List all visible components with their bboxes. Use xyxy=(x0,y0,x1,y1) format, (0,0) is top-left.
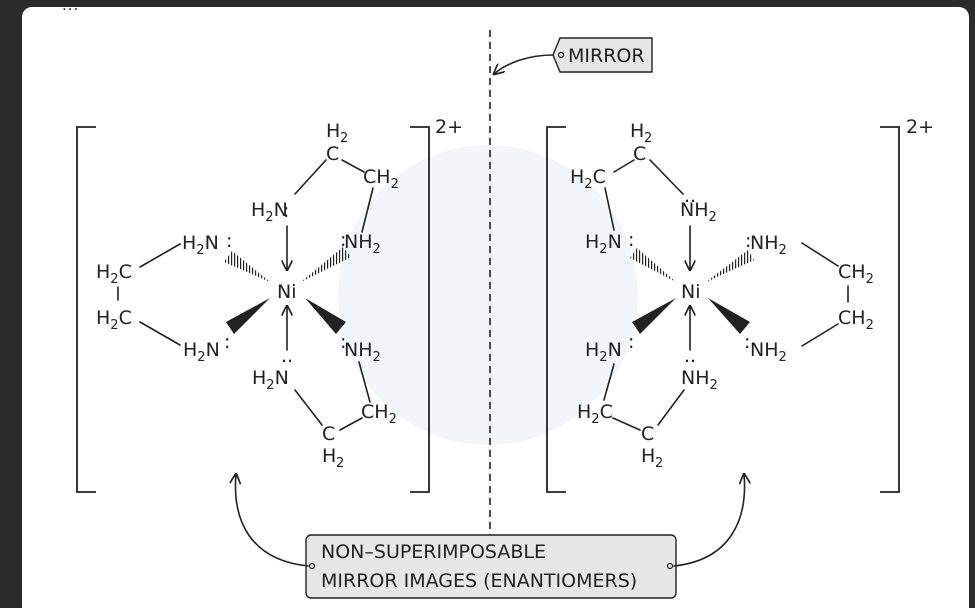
svg-text:CH2: CH2 xyxy=(363,166,399,192)
svg-text:H2C: H2C xyxy=(570,166,606,192)
label-line1: NON–SUPERIMPOSABLE xyxy=(321,541,546,563)
svg-text::: : xyxy=(340,331,346,353)
svg-text:H: H xyxy=(641,445,655,467)
svg-text:H: H xyxy=(322,445,336,467)
svg-text:Ni: Ni xyxy=(277,281,297,303)
svg-text::: : xyxy=(340,229,346,251)
svg-text::: : xyxy=(744,331,750,353)
svg-text::: : xyxy=(628,229,634,251)
svg-text::: : xyxy=(224,331,230,353)
svg-text:C: C xyxy=(326,143,339,165)
svg-text:H2N: H2N xyxy=(183,339,220,365)
svg-text:NH2: NH2 xyxy=(681,367,718,393)
svg-text:C: C xyxy=(322,423,335,445)
svg-text:CH2: CH2 xyxy=(838,307,874,333)
svg-text:H2N: H2N xyxy=(182,232,219,258)
svg-text:H2N: H2N xyxy=(252,367,289,393)
svg-text::: : xyxy=(226,230,232,252)
svg-text:H: H xyxy=(630,120,644,142)
svg-text:H2C: H2C xyxy=(577,401,613,427)
mirror-tag: MIRROR xyxy=(494,37,653,74)
charge-right: 2+ xyxy=(906,116,934,138)
svg-text:C: C xyxy=(633,143,646,165)
svg-text::: : xyxy=(745,230,751,252)
charge-left: 2+ xyxy=(435,116,463,138)
svg-text:H2C: H2C xyxy=(96,307,132,333)
svg-text:C: C xyxy=(641,423,654,445)
svg-text:Ni: Ni xyxy=(681,281,701,303)
svg-text::: : xyxy=(283,200,289,222)
svg-text:2: 2 xyxy=(644,131,652,146)
svg-text:..: .. xyxy=(281,345,293,367)
enantiomers-label: NON–SUPERIMPOSABLE MIRROR IMAGES (ENANTI… xyxy=(235,474,744,599)
svg-text:H2C: H2C xyxy=(96,261,132,287)
svg-text:2: 2 xyxy=(336,456,344,471)
svg-text:NH2: NH2 xyxy=(750,339,787,365)
diagram-card: ... MIRROR 2+ Ni xyxy=(22,7,969,608)
svg-text:2: 2 xyxy=(655,456,663,471)
svg-text:..: .. xyxy=(684,185,696,207)
watermark-circle xyxy=(338,145,638,445)
svg-text:2: 2 xyxy=(340,131,348,146)
top-caption: ... xyxy=(62,7,79,14)
svg-text:CH2: CH2 xyxy=(838,261,874,287)
svg-text:NH2: NH2 xyxy=(750,232,787,258)
label-line2: MIRROR IMAGES (ENANTIOMERS) xyxy=(321,570,637,592)
svg-text:H: H xyxy=(326,120,340,142)
svg-text:..: .. xyxy=(684,345,696,367)
mirror-label: MIRROR xyxy=(568,45,645,67)
svg-text::: : xyxy=(628,331,634,353)
